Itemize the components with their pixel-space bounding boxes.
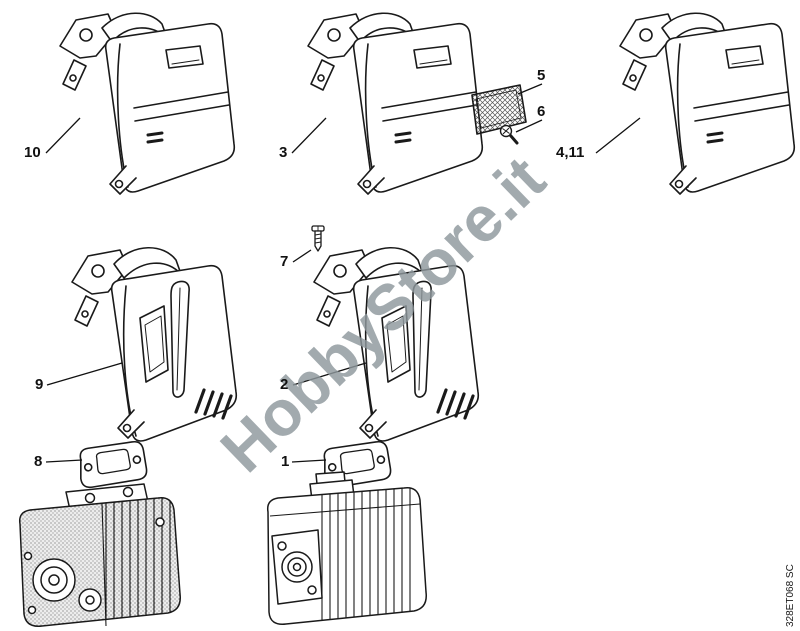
doc-code: 328ET068 SC bbox=[785, 564, 796, 627]
callout-6: 6 bbox=[537, 103, 546, 120]
callout-10: 10 bbox=[24, 144, 41, 161]
callout-leader-lines bbox=[45, 83, 641, 463]
callout-1: 1 bbox=[281, 453, 290, 470]
cylinder-illustration-left bbox=[18, 483, 181, 627]
muffler-illustration-4-11 bbox=[618, 11, 796, 196]
callout-5: 5 bbox=[537, 67, 546, 84]
callout-4-11: 4,11 bbox=[556, 144, 585, 161]
gasket-illustration-8 bbox=[78, 440, 149, 489]
muffler-illustration-3 bbox=[306, 11, 484, 196]
callout-2: 2 bbox=[280, 376, 289, 393]
muffler-illustration-10 bbox=[58, 11, 236, 196]
screw-illustration-6 bbox=[499, 124, 519, 145]
screw-illustration-7 bbox=[311, 225, 325, 252]
callout-8: 8 bbox=[34, 453, 43, 470]
callout-7: 7 bbox=[280, 253, 289, 270]
callout-9: 9 bbox=[35, 376, 44, 393]
callout-3: 3 bbox=[279, 144, 288, 161]
spark-arrestor-screen-illustration-5 bbox=[471, 84, 527, 135]
cylinder-illustration-right bbox=[266, 471, 427, 625]
muffler-illustration-9 bbox=[70, 246, 238, 443]
